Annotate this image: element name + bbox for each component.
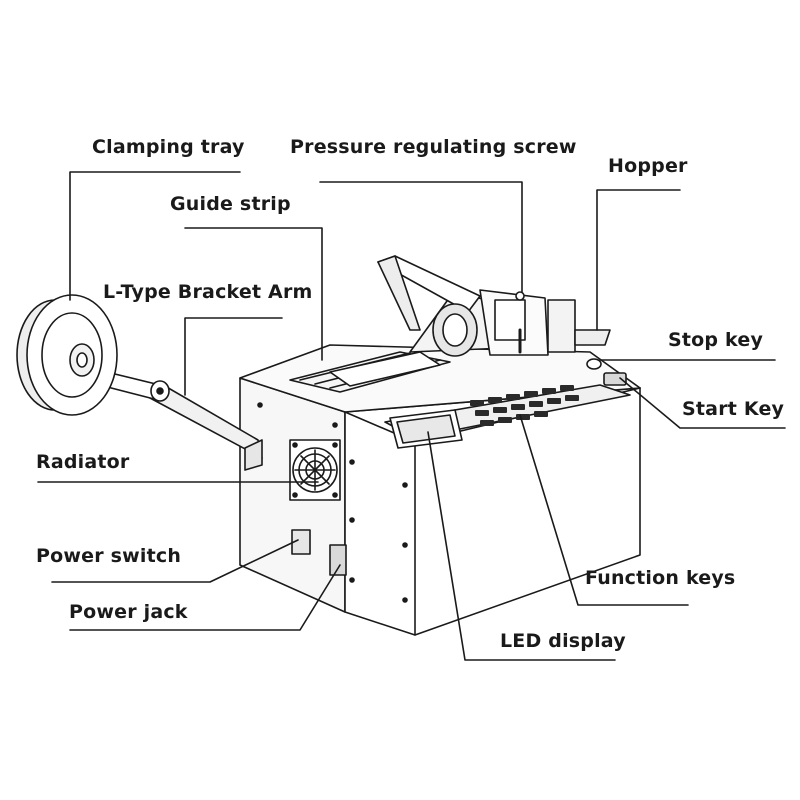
leader-start-key	[619, 377, 786, 429]
label-function-keys: Function keys	[585, 567, 736, 589]
label-hopper: Hopper	[608, 155, 688, 177]
label-power-switch: Power switch	[36, 545, 182, 567]
label-guide-strip: Guide strip	[170, 193, 291, 215]
label-stop-key: Stop key	[668, 329, 764, 351]
leader-lines	[37, 171, 786, 661]
leader-hopper	[596, 189, 681, 331]
leader-led-display	[427, 431, 616, 661]
label-radiator: Radiator	[36, 451, 130, 473]
label-power-jack: Power jack	[69, 601, 188, 623]
stop-key-knob	[586, 358, 602, 370]
label-pressure-regulating-screw: Pressure regulating screw	[290, 136, 577, 158]
label-bracket-arm: L-Type Bracket Arm	[103, 281, 313, 303]
clamping-tray-reel	[16, 294, 118, 416]
leader-pressure-screw	[319, 181, 523, 293]
cutter-mechanism	[377, 255, 611, 357]
start-key-button	[603, 372, 627, 386]
leader-clamping-tray	[69, 171, 241, 301]
guide-strip-rails	[289, 351, 451, 393]
leader-power-jack	[69, 564, 341, 631]
label-start-key: Start Key	[682, 398, 785, 420]
label-led-display: LED display	[500, 630, 626, 652]
label-clamping-tray: Clamping tray	[92, 136, 245, 158]
function-key-grid	[470, 385, 579, 426]
leader-power-switch	[51, 539, 299, 583]
radiator-fan	[289, 439, 341, 501]
leader-guide-strip	[184, 227, 323, 361]
leader-bracket-arm	[184, 317, 283, 396]
leader-function-keys	[519, 414, 689, 606]
power-jack-body	[329, 544, 347, 576]
